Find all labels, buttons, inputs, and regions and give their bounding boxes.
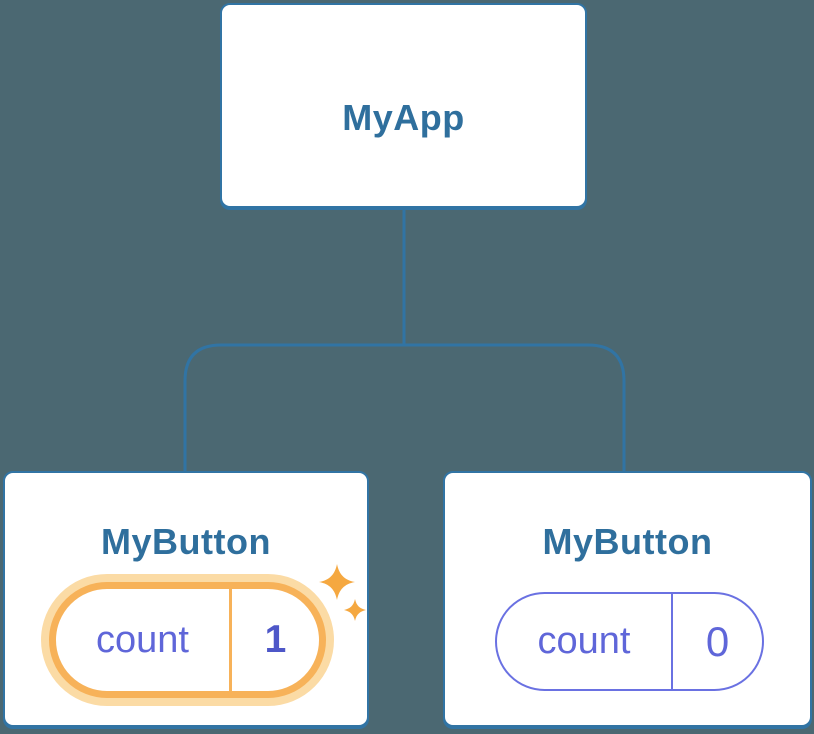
state-pill-divider <box>671 594 673 689</box>
node-myapp: MyApp <box>220 3 587 208</box>
state-key-label: count <box>96 618 189 661</box>
node-mybutton-left: MyButton count 1 <box>3 471 369 727</box>
sparkle-small <box>344 599 366 621</box>
node-title: MyButton <box>101 521 271 562</box>
node-mybutton-right: MyButton count 0 <box>443 471 812 727</box>
state-key-label: count <box>537 620 631 662</box>
sparkles-icon <box>319 564 366 621</box>
sparkle-large <box>319 564 355 600</box>
state-value: 1 <box>264 618 287 661</box>
state-pill-divider <box>229 589 232 691</box>
state-value: 0 <box>705 617 730 665</box>
state-pill: count 0 <box>495 592 764 691</box>
connector-branch <box>183 343 626 473</box>
state-pill-highlighted: count 1 <box>49 582 326 698</box>
node-title: MyApp <box>342 97 465 138</box>
node-title: MyButton <box>542 521 713 562</box>
